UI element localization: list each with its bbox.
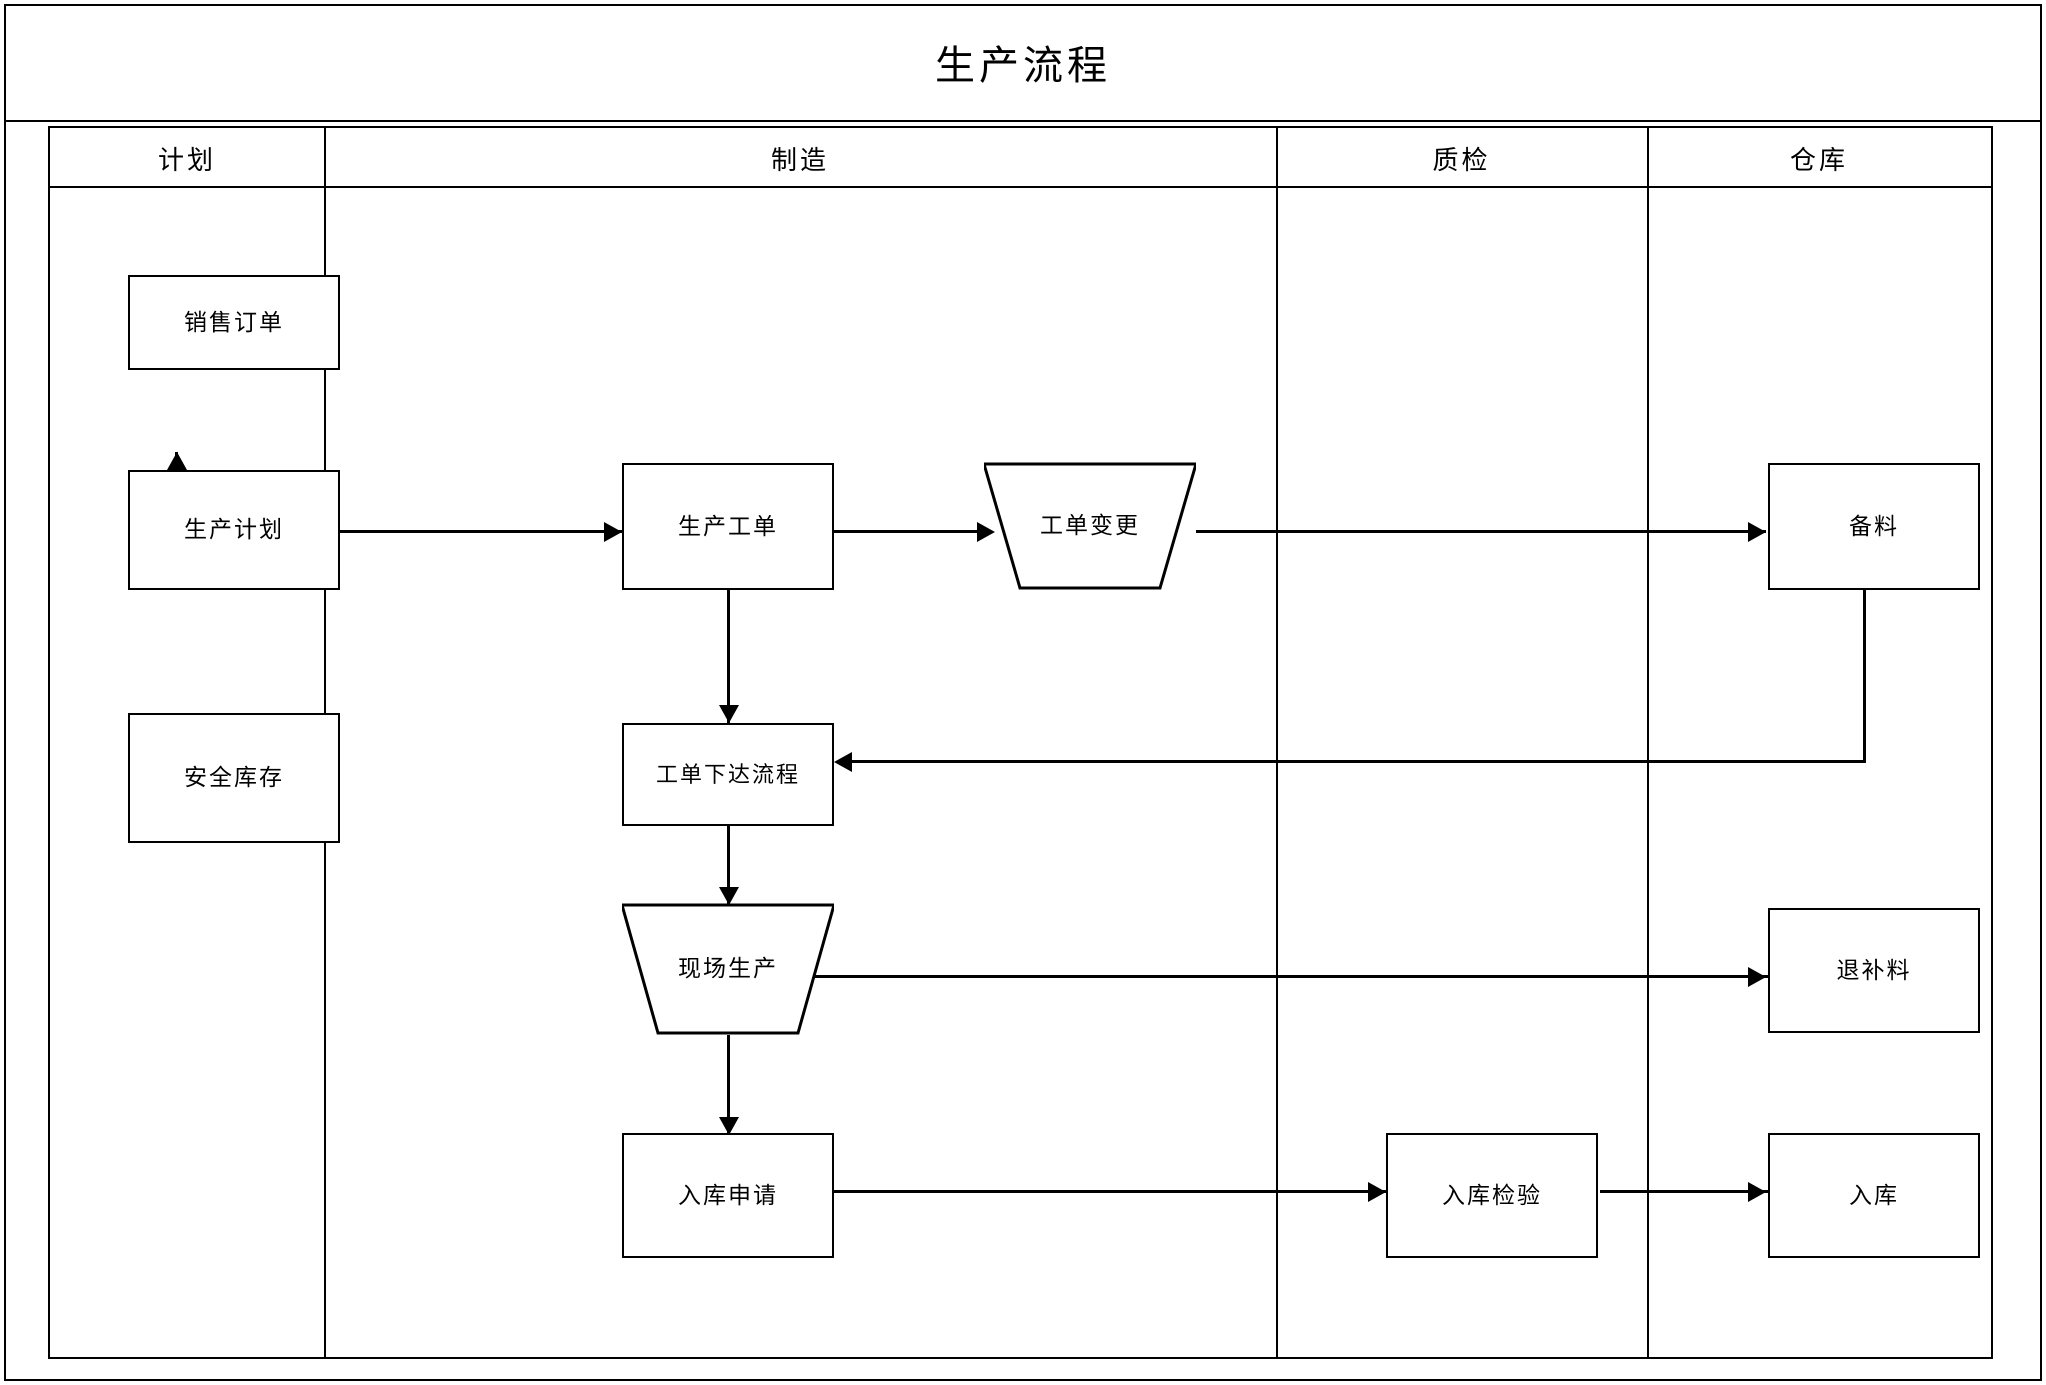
node-stockin-check[interactable]: 入库检验 xyxy=(1386,1133,1598,1258)
diagram-title-band: 生产流程 xyxy=(4,4,2042,122)
arrowhead-production-plan-to-work-order xyxy=(604,522,622,542)
node-production-plan[interactable]: 生产计划 xyxy=(128,470,340,590)
node-material-prep-label: 备料 xyxy=(1849,512,1899,539)
node-stock-in[interactable]: 入库 xyxy=(1768,1133,1980,1258)
node-stockin-request-label: 入库申请 xyxy=(678,1181,778,1208)
node-stock-in-label: 入库 xyxy=(1849,1181,1899,1208)
lane-header-qc-label: 质检 xyxy=(1432,144,1491,175)
node-safety-stock-label: 安全库存 xyxy=(184,764,284,791)
diagram-outer-frame xyxy=(4,4,2042,1381)
node-wo-release[interactable]: 工单下达流程 xyxy=(622,723,834,826)
trapezoid-shape-work-order-change xyxy=(984,462,1196,590)
arrowhead-work-order-change-to-material-prep xyxy=(1748,522,1766,542)
node-work-order-label: 生产工单 xyxy=(678,512,778,539)
edge-work-order-change-to-material-prep xyxy=(1196,530,1766,533)
node-material-return-label: 退补料 xyxy=(1836,956,1912,983)
node-safety-stock[interactable]: 安全库存 xyxy=(128,713,340,843)
lane-header-warehouse-label: 仓库 xyxy=(1789,144,1848,175)
edge-work-order-to-work-order-change xyxy=(834,530,984,533)
node-work-order-change[interactable]: 工单变更 xyxy=(984,462,1196,590)
edge-stockin-request-to-stockin-check xyxy=(834,1190,1386,1193)
arrowhead-onsite-prod-to-material-return xyxy=(1748,967,1766,987)
edge-onsite-prod-to-stockin-request xyxy=(727,1035,730,1135)
lane-header-qc: 质检 xyxy=(1276,128,1647,188)
lane-header-plan: 计划 xyxy=(50,128,324,188)
node-stockin-check-label: 入库检验 xyxy=(1442,1181,1542,1208)
trapezoid-shape-onsite-prod xyxy=(622,903,834,1035)
node-stockin-request[interactable]: 入库申请 xyxy=(622,1133,834,1258)
edge-stockin-check-to-stock-in xyxy=(1600,1190,1768,1193)
swimlane-header-row xyxy=(50,128,1991,188)
lane-header-plan-label: 计划 xyxy=(157,144,216,175)
edge-material-prep-riser xyxy=(1863,588,1866,762)
lane-separator-qc-wh xyxy=(1647,128,1649,1357)
edge-wo-release-to-onsite-prod xyxy=(727,825,730,905)
arrowhead-wo-release-to-onsite-prod xyxy=(719,887,739,905)
arrowhead-work-order-to-wo-release xyxy=(719,705,739,723)
lane-header-warehouse: 仓库 xyxy=(1647,128,1991,188)
node-work-order[interactable]: 生产工单 xyxy=(622,463,834,590)
arrowhead-stockin-request-to-stockin-check xyxy=(1368,1182,1386,1202)
edge-production-plan-to-work-order xyxy=(256,530,622,533)
node-material-return[interactable]: 退补料 xyxy=(1768,908,1980,1033)
lane-header-manufacturing: 制造 xyxy=(324,128,1276,188)
edge-material-prep-to-wo-release xyxy=(841,760,1866,763)
arrowhead-onsite-prod-to-stockin-request xyxy=(719,1117,739,1135)
node-production-plan-label: 生产计划 xyxy=(184,516,284,543)
node-wo-release-label: 工单下达流程 xyxy=(655,761,800,787)
arrowhead-material-prep-to-wo-release xyxy=(834,752,852,772)
node-onsite-prod[interactable]: 现场生产 xyxy=(622,903,834,1035)
node-onsite-prod-label: 现场生产 xyxy=(678,955,778,982)
edge-onsite-prod-to-material-return xyxy=(800,975,1768,978)
arrowhead-stockin-check-to-stock-in xyxy=(1748,1182,1766,1202)
node-work-order-change-label: 工单变更 xyxy=(1040,512,1140,539)
node-material-prep[interactable]: 备料 xyxy=(1768,463,1980,590)
page-title: 生产流程 xyxy=(935,44,1111,88)
arrowhead-safety-stock-to-production-plan xyxy=(167,452,187,470)
node-sales-order-label: 销售订单 xyxy=(184,308,284,335)
lane-separator-manu-qc xyxy=(1276,128,1278,1357)
node-sales-order[interactable]: 销售订单 xyxy=(128,275,340,370)
arrowhead-work-order-to-work-order-change xyxy=(977,522,995,542)
lane-header-manufacturing-label: 制造 xyxy=(770,144,829,175)
edge-work-order-to-wo-release xyxy=(727,590,730,725)
